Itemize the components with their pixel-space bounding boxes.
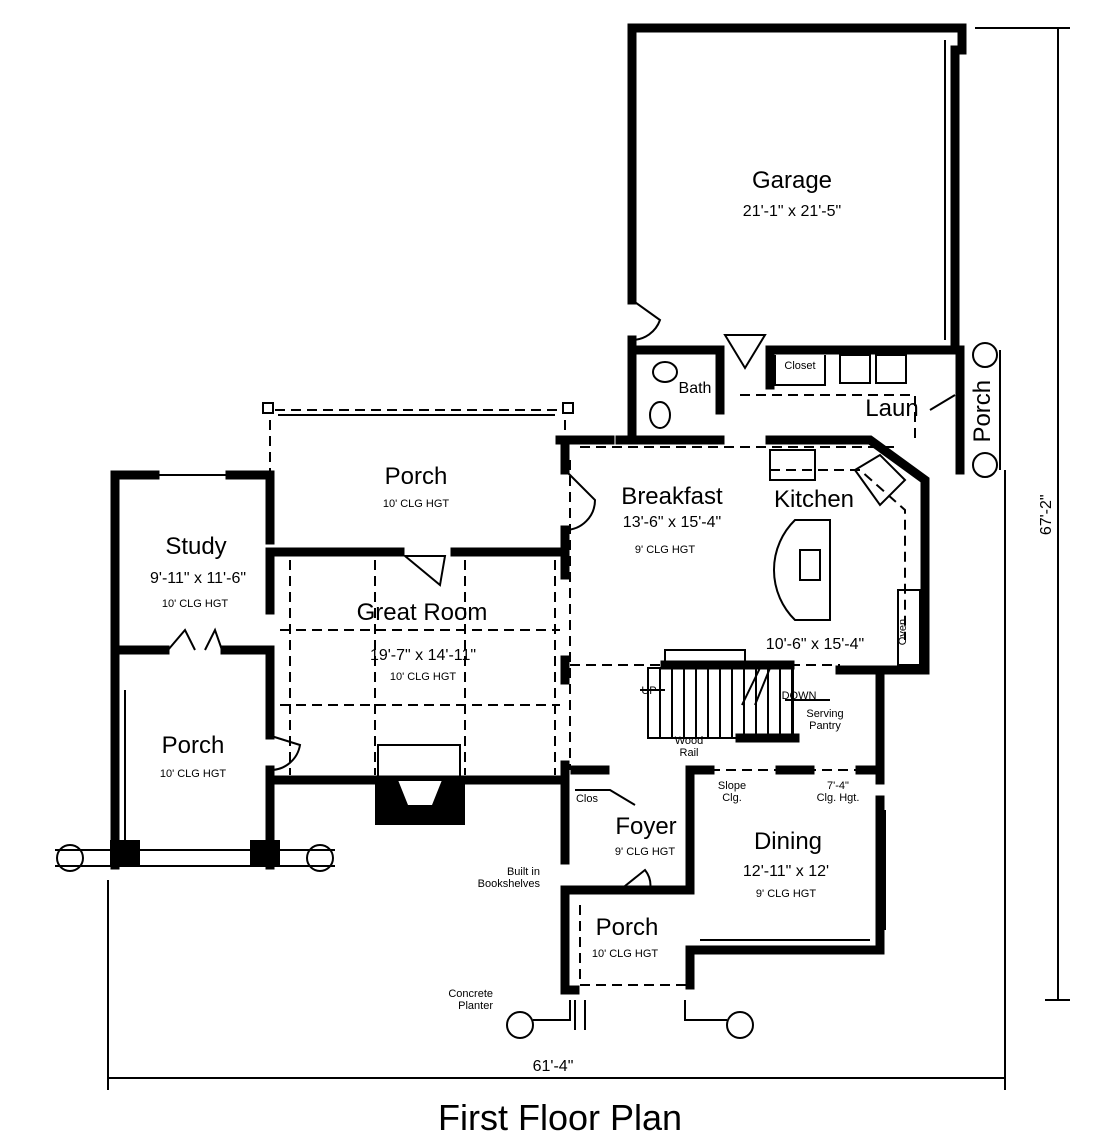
oven-label: Oven — [896, 618, 909, 646]
great-room-size: 19'-7" x 14'-11" — [369, 647, 477, 664]
front-porch-ceiling: 10' CLG HGT — [591, 948, 659, 960]
breakfast-ceiling: 9' CLG HGT — [634, 544, 696, 556]
ceiling-height-note: 7'-4" Clg. Hgt. — [816, 780, 860, 805]
great-room-label: Great Room — [356, 599, 488, 626]
kitchen-label: Kitchen — [773, 486, 855, 513]
front-porch-label: Porch — [595, 914, 659, 941]
planter-note: Concrete Planter — [448, 988, 493, 1013]
left-porch-label: Porch — [161, 732, 225, 759]
garage-size: 21'-1" x 21'-5" — [742, 203, 842, 220]
left-porch-ceiling: 10' CLG HGT — [159, 768, 227, 780]
main-walls — [555, 435, 930, 995]
study-ceiling: 10' CLG HGT — [161, 598, 229, 610]
dining-ceiling: 9' CLG HGT — [755, 888, 817, 900]
side-porch-label: Porch — [968, 379, 996, 443]
bookshelves-note: Built in Bookshelves — [477, 866, 540, 891]
closet-label: Closet — [784, 360, 816, 372]
garage-label: Garage — [751, 167, 833, 194]
dining-size: 12'-11" x 12' — [742, 863, 830, 880]
foyer-closet-label: Clos — [575, 793, 599, 805]
utility-walls — [635, 334, 1001, 478]
serving-pantry-note: Serving Pantry — [806, 708, 844, 733]
great-room-ceiling: 10' CLG HGT — [389, 671, 457, 683]
slope-ceiling-note: Slope Clg. — [717, 780, 747, 805]
staircase — [640, 649, 830, 743]
dimension-lines — [107, 27, 1070, 1090]
stairs-down-note: DOWN — [781, 690, 817, 702]
foyer-ceiling: 9' CLG HGT — [614, 846, 676, 858]
overall-width-dimension: 61'-4" — [532, 1058, 574, 1075]
rear-porch-label: Porch — [384, 463, 448, 490]
stairs-up-note: UP — [641, 685, 657, 697]
overall-depth-dimension: 67'-2" — [1038, 494, 1056, 536]
foyer-label: Foyer — [615, 813, 677, 840]
study-label: Study — [165, 533, 227, 560]
dining-label: Dining — [753, 828, 823, 855]
garage-walls — [627, 23, 967, 445]
breakfast-size: 13'-6" x 15'-4" — [622, 514, 722, 531]
wood-rail-note: Wood Rail — [674, 735, 704, 760]
plan-title: First Floor Plan — [437, 1097, 683, 1138]
breakfast-label: Breakfast — [621, 483, 723, 510]
kitchen-size: 10'-6" x 15'-4" — [765, 636, 865, 653]
bath-label: Bath — [678, 380, 712, 397]
laundry-label: Laun — [865, 395, 919, 422]
study-walls — [55, 470, 335, 872]
rear-porch-ceiling: 10' CLG HGT — [382, 498, 450, 510]
study-size: 9'-11" x 11'-6" — [149, 570, 247, 587]
front-walls — [506, 789, 886, 1039]
